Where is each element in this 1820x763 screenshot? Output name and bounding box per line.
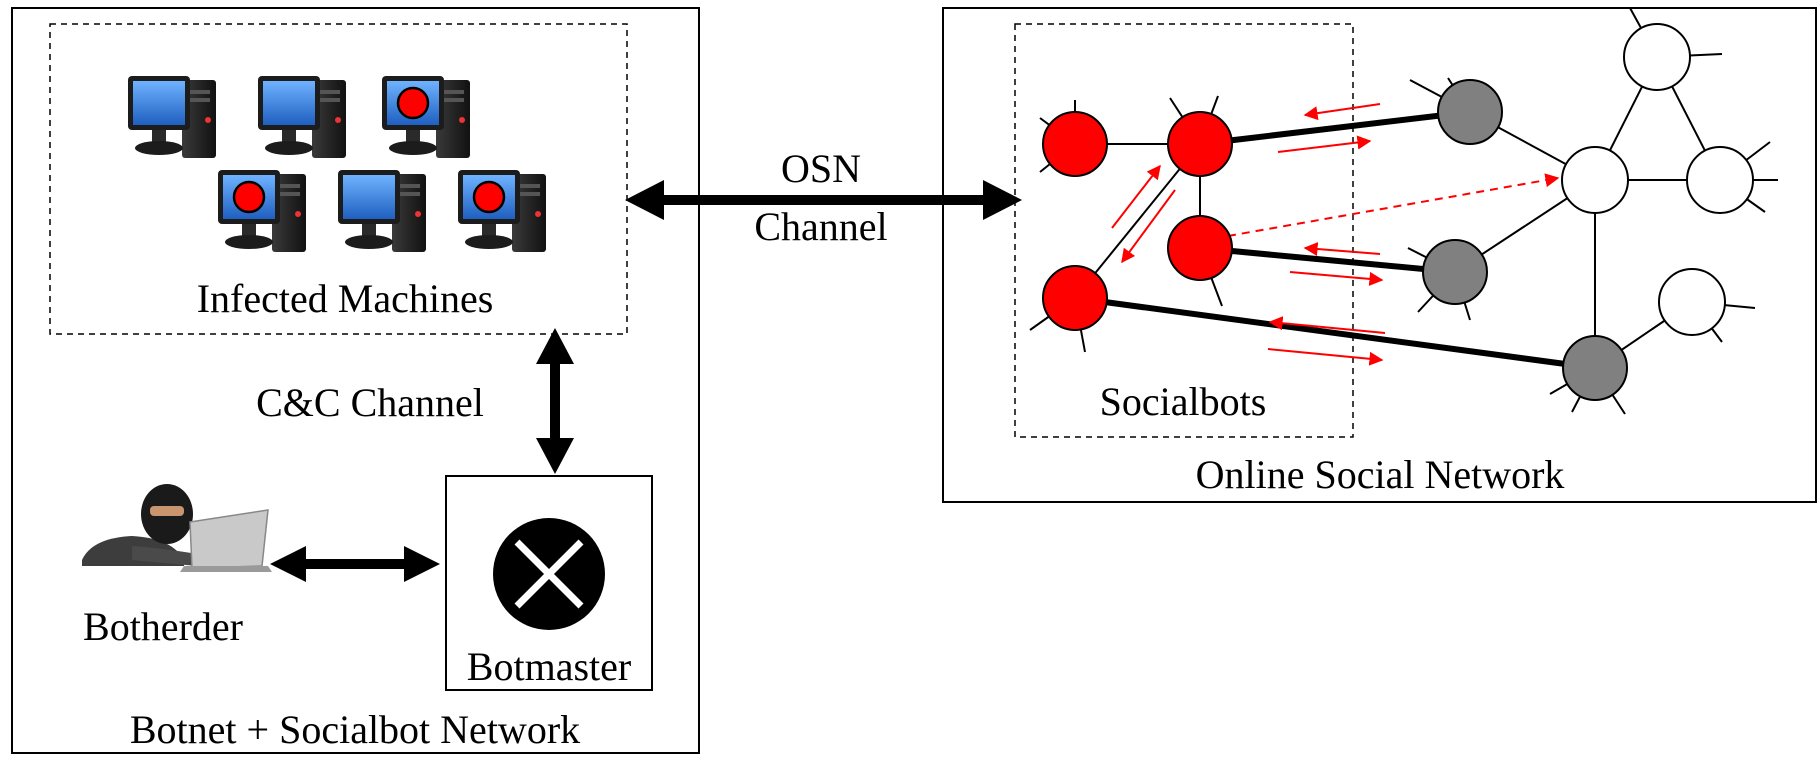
infection-marker	[232, 180, 266, 214]
computer-icon	[128, 76, 216, 158]
infected-machines-label: Infected Machines	[197, 276, 494, 321]
infected-machines-group	[128, 76, 546, 252]
computer-icon	[382, 76, 470, 158]
botherder-botmaster-arrow	[270, 546, 440, 582]
infected-machines-box	[49, 23, 628, 335]
benign-node	[1686, 146, 1754, 214]
computer-icon	[338, 170, 426, 252]
osn-channel-label-line2: Channel	[754, 204, 887, 249]
cc-channel-label: C&C Channel	[256, 380, 484, 425]
computer-icon	[258, 76, 346, 158]
compromised-node	[1422, 239, 1488, 305]
osn-panel	[942, 7, 1817, 503]
socialbot-node	[1167, 215, 1233, 281]
benign-node	[1623, 23, 1691, 91]
osn-channel-label-line1: OSN	[781, 146, 861, 191]
botherder-label: Botherder	[83, 604, 243, 649]
benign-user-nodes	[1561, 23, 1754, 336]
computer-icon	[458, 170, 546, 252]
botherder-icon	[82, 484, 272, 572]
osn-channel-arrow	[625, 180, 1022, 220]
cc-channel-arrow	[536, 328, 574, 474]
botmaster-label: Botmaster	[467, 644, 631, 689]
attack-edges	[1074, 109, 1596, 371]
compromised-user-nodes	[1422, 79, 1628, 401]
compromised-node	[1562, 335, 1628, 401]
computer-icon	[218, 170, 306, 252]
infection-marker	[396, 86, 430, 120]
benign-node	[1658, 268, 1726, 336]
socialbot-node	[1042, 111, 1108, 177]
botmaster-icon	[493, 518, 605, 630]
socialbot-nodes	[1042, 111, 1233, 331]
botnet-panel	[11, 7, 700, 754]
infection-marker	[472, 180, 506, 214]
botmaster-box	[445, 475, 653, 691]
compromised-node	[1437, 79, 1503, 145]
socialbot-node	[1167, 111, 1233, 177]
benign-node	[1561, 146, 1629, 214]
socialbot-node	[1042, 265, 1108, 331]
friend-request-arrows	[1111, 103, 1560, 366]
online-social-network-label: Online Social Network	[1196, 452, 1565, 497]
botnet-network-label: Botnet + Socialbot Network	[130, 707, 580, 752]
socialbots-box	[1014, 23, 1354, 438]
socialbots-label: Socialbots	[1100, 379, 1267, 424]
